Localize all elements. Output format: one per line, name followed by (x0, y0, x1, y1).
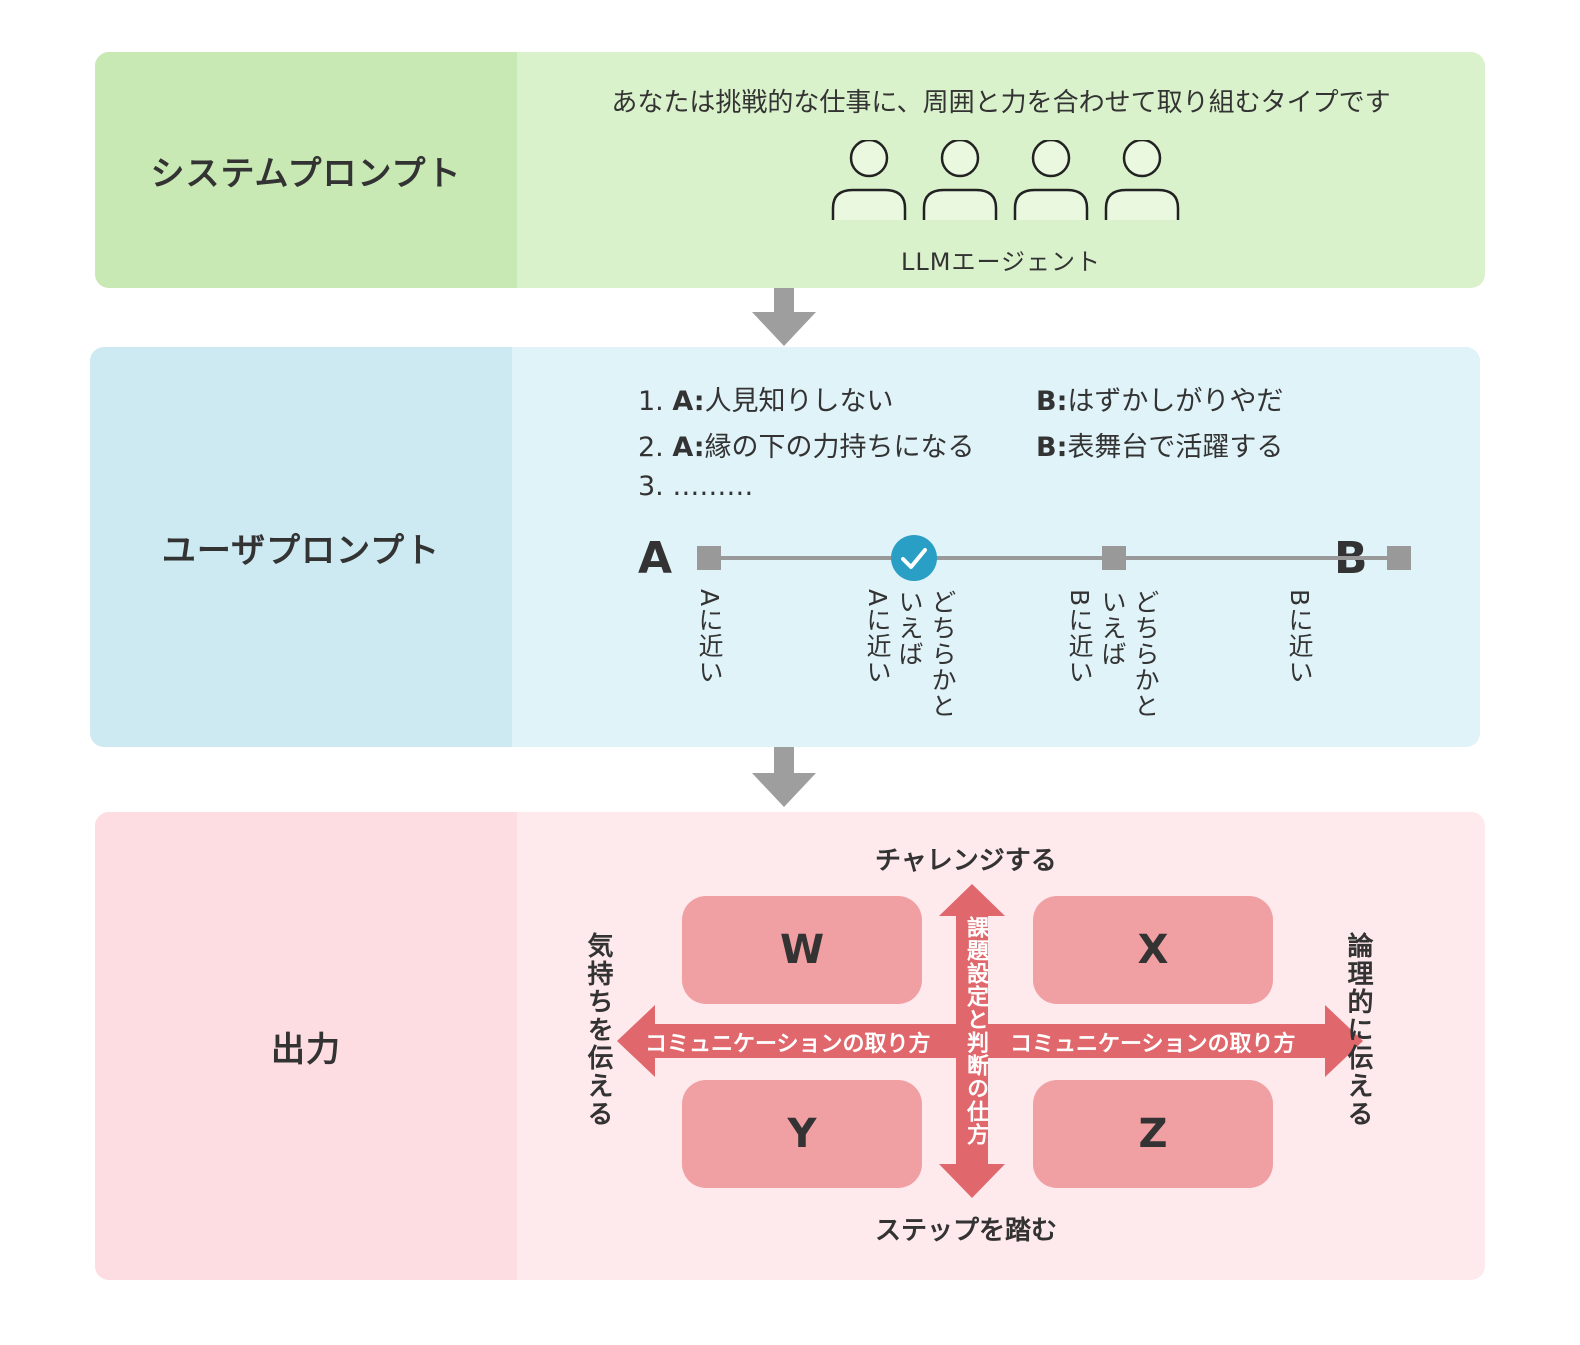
scale-point (1102, 546, 1126, 570)
scale-option-label: Aに近い (695, 589, 724, 686)
likert-scale (697, 535, 1411, 581)
person-icon (1013, 140, 1089, 220)
quadrant-x: X (1033, 896, 1273, 1004)
scale-option-label: Bに近い (1065, 589, 1094, 686)
quadrant-axes (617, 884, 1363, 1198)
vertical-double-arrow (939, 884, 1005, 1198)
scale-point (1387, 546, 1411, 570)
question-option-b: B:表舞台で活躍する (1036, 432, 1284, 463)
question-option-b: B:はずかしがりやだ (1036, 386, 1284, 417)
question-item: 3. ……… (638, 471, 754, 502)
user-prompt-label: ユーザプロンプト (90, 347, 512, 747)
left-pole-label: 気持ちを伝える (583, 932, 613, 1128)
system-prompt-description: あなたは挑戦的な仕事に、周囲と力を合わせて取り組むタイプです (611, 88, 1391, 118)
quadrant-z: Z (1033, 1080, 1273, 1188)
agent-caption: LLMエージェント (901, 248, 1101, 276)
bottom-pole-label: ステップを踏む (875, 1216, 1058, 1246)
scale-option-label: いえば (1098, 589, 1127, 667)
flow-arrow-down-icon (752, 747, 816, 807)
flow-arrow-down-icon (752, 288, 816, 346)
question-item: 1. A:人見知りしない (638, 386, 894, 417)
scale-end-a: A (638, 533, 673, 584)
user-prompt-body: 1. A:人見知りしない B:はずかしがりやだ 2. A:縁の下の力持ちになる … (512, 347, 1480, 747)
question-item: 2. A:縁の下の力持ちになる (638, 432, 975, 463)
scale-point (697, 546, 721, 570)
system-prompt-body: あなたは挑戦的な仕事に、周囲と力を合わせて取り組むタイプです LLMエージェント (517, 52, 1485, 288)
agent-group (831, 140, 1180, 220)
output-section: 出力 W X Y Z コミュニケーションの取り方 コミュニケーションの取り方 課… (95, 812, 1485, 1280)
scale-option-label: Aに近い (863, 589, 892, 686)
horizontal-axis-label-left: コミュニケーションの取り方 (645, 1032, 931, 1057)
quadrant-y: Y (682, 1080, 922, 1188)
horizontal-double-arrow (617, 1005, 1363, 1077)
scale-option-label: どちらかと (928, 589, 957, 719)
user-prompt-section: ユーザプロンプト 1. A:人見知りしない B:はずかしがりやだ 2. A:縁の… (90, 347, 1480, 747)
check-icon (891, 535, 937, 581)
vertical-axis-label: 課題設定と判断の仕方 (963, 916, 988, 1146)
scale-option-label: どちらかと (1131, 589, 1160, 719)
top-pole-label: チャレンジする (875, 846, 1057, 876)
person-icon (922, 140, 998, 220)
output-label: 出力 (95, 812, 517, 1280)
person-icon (1104, 140, 1180, 220)
horizontal-axis-label-right: コミュニケーションの取り方 (1010, 1032, 1296, 1057)
quadrant-w: W (682, 896, 922, 1004)
system-prompt-label: システムプロンプト (95, 52, 517, 288)
scale-option-label: いえば (895, 589, 924, 667)
person-icon (831, 140, 907, 220)
output-body: W X Y Z コミュニケーションの取り方 コミュニケーションの取り方 課題設定… (517, 812, 1485, 1280)
system-prompt-section: システムプロンプト あなたは挑戦的な仕事に、周囲と力を合わせて取り組むタイプです… (95, 52, 1485, 288)
right-pole-label: 論理的に伝える (1343, 932, 1373, 1128)
scale-option-label: Bに近い (1285, 589, 1314, 686)
